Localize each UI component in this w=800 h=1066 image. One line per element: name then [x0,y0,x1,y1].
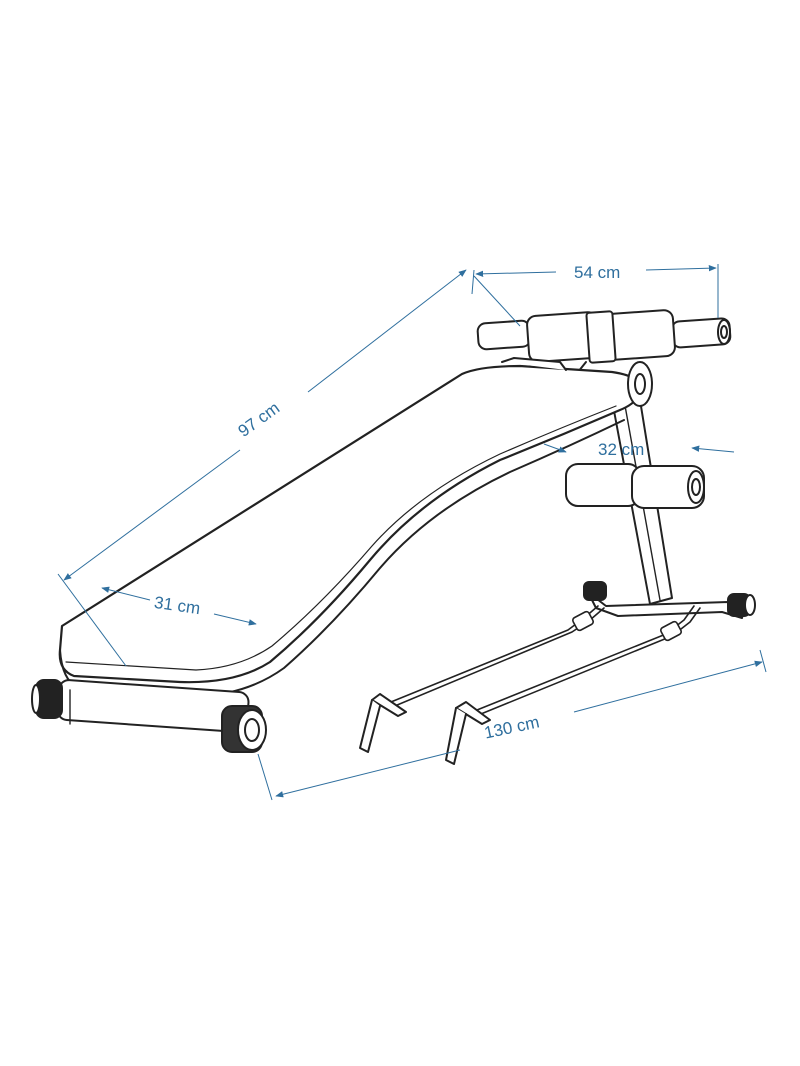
dim-line-54cm-a [475,270,557,278]
dimension-label-width: 54 cm [574,263,621,282]
bench-frame [31,309,756,765]
dim-line-54cm-b [645,265,717,272]
dimension-label-leg-roller: 32 cm [598,440,645,459]
dim-line-130cm-a [275,749,461,798]
leg-roller-pads [565,463,705,509]
dim-line-32cm-b [691,445,735,453]
rear-base [583,581,756,619]
dim-line-97cm-a [63,449,241,581]
dim-line-130cm-b [573,660,763,713]
dimension-lines [57,264,767,801]
resistance-bands [385,605,701,717]
dim-line-97cm-b [307,269,467,393]
dim-line-31cm-a [101,586,151,601]
front-roller [31,679,267,753]
band-handles [359,693,491,765]
pad-head-roller [501,357,653,407]
sit-up-pad [58,364,642,684]
dim-line-31cm-b [213,613,257,626]
dim-line-32cm-a [543,443,567,453]
